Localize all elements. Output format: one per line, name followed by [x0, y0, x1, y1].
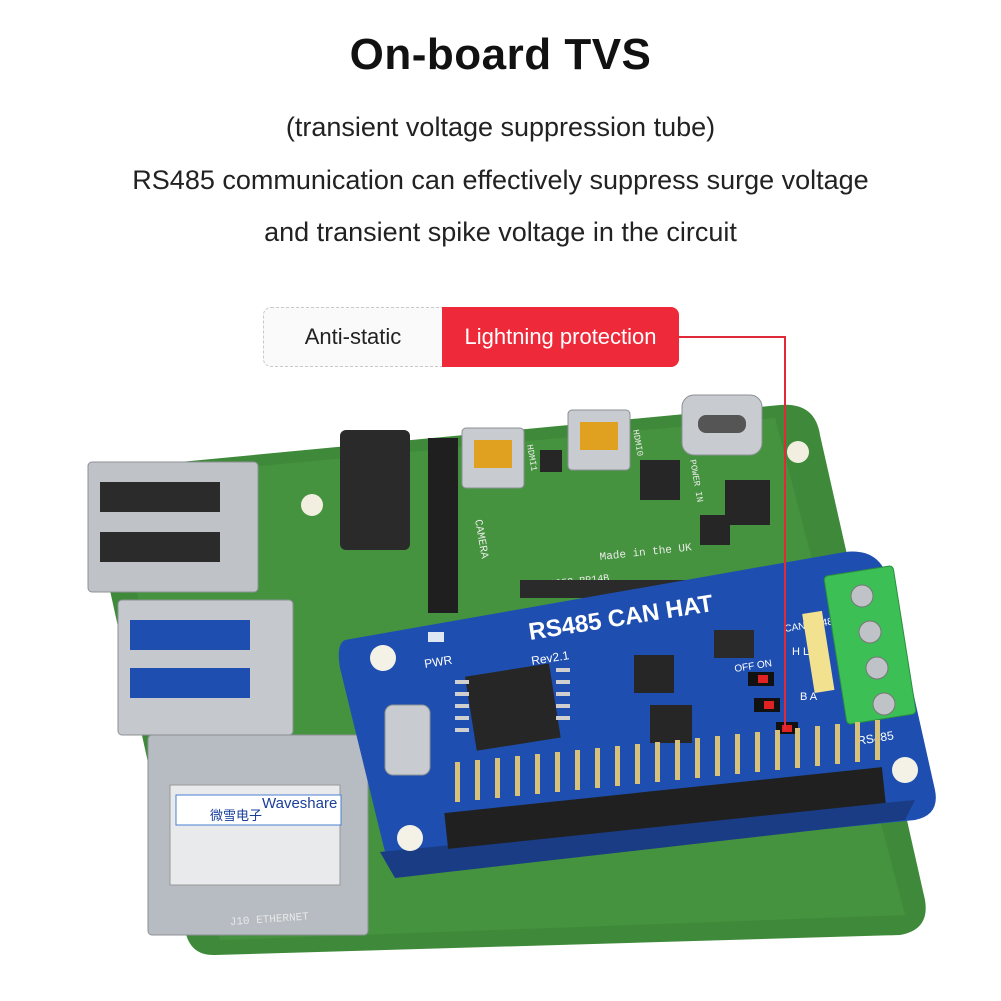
- crystal-oscillator: [384, 704, 431, 776]
- usb-port: [87, 461, 259, 593]
- page-title: On-board TVS: [349, 30, 652, 79]
- pwr-label: PWR: [423, 653, 453, 671]
- audio-jack: [340, 430, 410, 550]
- transceiver-chip: [650, 705, 692, 743]
- mount-hole: [892, 757, 918, 783]
- description-line-3: and transient spike voltage in the circu…: [264, 217, 737, 247]
- tag-lightning-protection: Lightning protection: [442, 307, 679, 367]
- description-line-1: (transient voltage suppression tube): [285, 112, 716, 142]
- transceiver-chip: [634, 655, 674, 693]
- description-line-2: RS485 communication can effectively supp…: [132, 165, 869, 195]
- ethernet-label: J10 ETHERNET: [229, 911, 309, 929]
- mount-hole: [301, 494, 323, 516]
- tvs-diode: [782, 725, 792, 732]
- chinese-sticker: 微雪电子: [210, 809, 262, 824]
- screw-terminal: [823, 565, 917, 725]
- hat-revision: Rev2.1: [530, 648, 570, 668]
- hdmi0-label: HDMI0: [630, 429, 645, 457]
- tag-anti-static: Anti-static: [263, 307, 442, 367]
- dip-switch: [714, 630, 754, 658]
- gpio-header: [444, 767, 886, 849]
- tvs-diode: [758, 675, 768, 683]
- callout-line: [679, 336, 786, 730]
- feature-tags: Anti-static Lightning protection: [263, 307, 679, 367]
- pins-hl-label: H L: [792, 646, 809, 658]
- mount-hole: [397, 825, 423, 851]
- waveshare-sticker: Waveshare: [262, 795, 337, 812]
- mount-hole: [370, 645, 396, 671]
- tvs-diode: [764, 701, 774, 709]
- pins-ba-label: B A: [800, 691, 818, 703]
- mount-hole: [787, 441, 809, 463]
- jumper-header: [802, 610, 835, 694]
- can-controller-chip: [465, 663, 561, 751]
- camera-connector: [428, 438, 458, 613]
- hdmi1-label: HDMI1: [524, 444, 539, 472]
